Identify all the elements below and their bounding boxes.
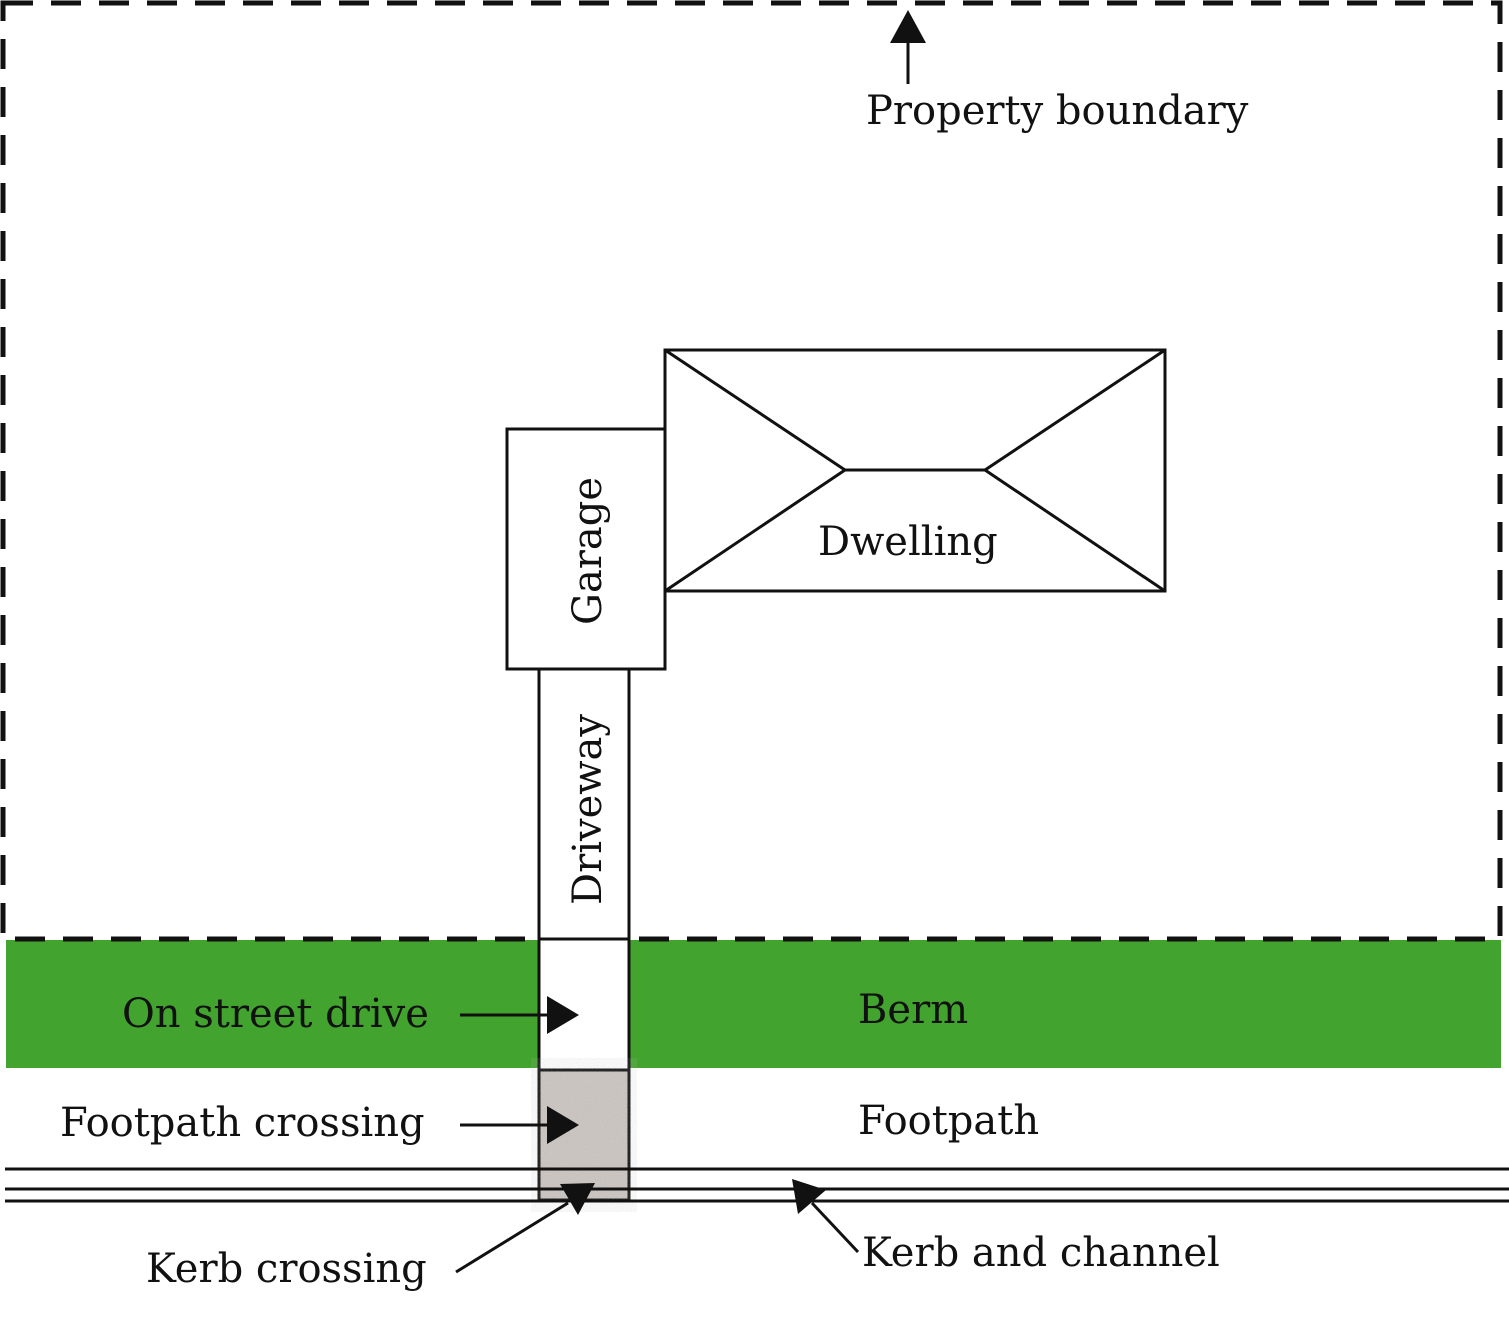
footpath-crossing-arrow bbox=[460, 1106, 579, 1144]
driveway bbox=[537, 667, 631, 941]
property-boundary bbox=[0, 0, 1503, 942]
dwelling-label: Dwelling bbox=[818, 519, 998, 565]
kerb-crossing-arrow bbox=[455, 1183, 595, 1274]
berm-area bbox=[6, 940, 1501, 1068]
on-street-drive-arrow bbox=[460, 996, 579, 1034]
property-boundary-label: Property boundary bbox=[866, 88, 1249, 134]
berm-label: Berm bbox=[858, 987, 968, 1033]
footpath-crossing-label: Footpath crossing bbox=[60, 1100, 425, 1146]
kerb-and-channel-label: Kerb and channel bbox=[862, 1230, 1220, 1276]
footpath-label: Footpath bbox=[858, 1098, 1039, 1144]
kerb-and-channel-lines bbox=[5, 1167, 1509, 1203]
garage bbox=[505, 427, 667, 671]
driveway-label: Driveway bbox=[565, 714, 611, 905]
dwelling bbox=[663, 348, 1167, 593]
property-boundary-arrow bbox=[890, 10, 926, 84]
kerb-and-channel-arrow bbox=[792, 1179, 860, 1254]
garage-label: Garage bbox=[565, 477, 611, 625]
kerb-crossing-label: Kerb crossing bbox=[146, 1246, 427, 1292]
on-street-drive-label: On street drive bbox=[122, 991, 429, 1037]
